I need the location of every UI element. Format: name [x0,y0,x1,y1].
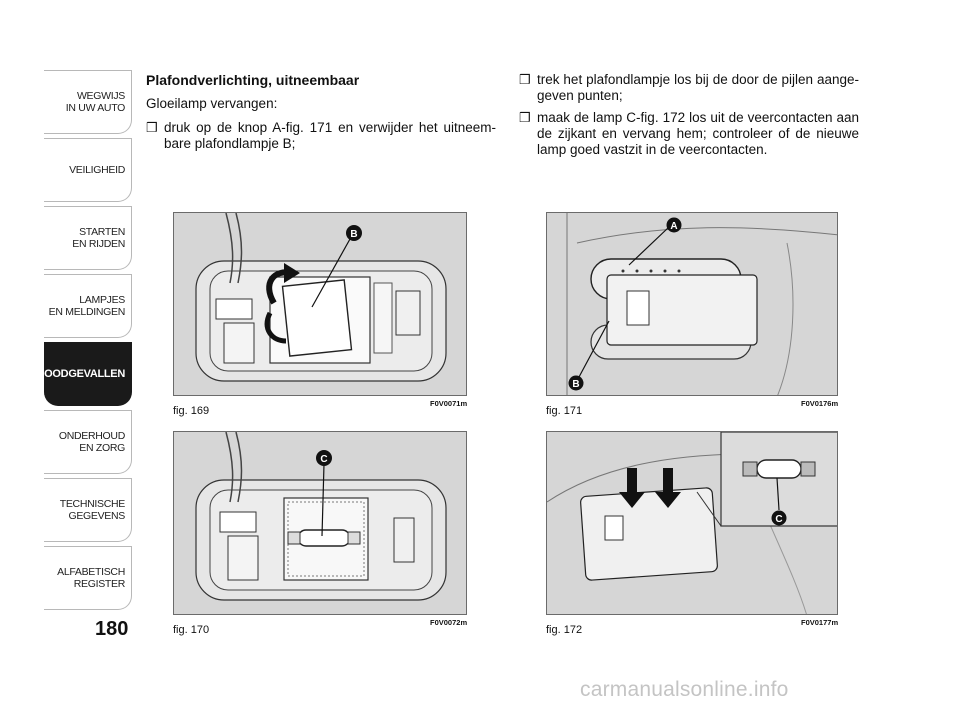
checkbox-bullet-icon: ❒ [146,120,158,135]
figure-code: F0V0177m [801,618,839,627]
callout-b-icon [346,225,362,241]
figure-code: F0V0176m [801,399,839,408]
arrow-down-icon [619,492,645,508]
tab-label: WEGWIJS IN UW AUTO [65,90,126,114]
tab-onderhoud[interactable]: ONDERHOUD EN ZORG [44,410,132,474]
callout-letter: C [775,514,782,525]
tab-technische[interactable]: TECHNISCHE GEGEVENS [44,478,132,542]
tab-wegwijs[interactable]: WEGWIJS IN UW AUTO [44,70,132,134]
tab-alfabetisch[interactable]: ALFABETISCH REGISTER [44,546,132,610]
callout-c-icon [771,510,787,526]
callout-letter: A [670,221,677,232]
text-column-left: Plafondverlichting, uitneembaar Gloeilam… [146,72,496,158]
figure-169: B [173,212,467,396]
list-item: ❒ maak de lamp C-fig. 172 los uit de vee… [519,110,859,158]
tab-label: STARTEN EN RIJDEN [72,226,125,250]
tab-lampjes[interactable]: LAMPJES EN MELDINGEN [44,274,132,338]
figure-label: fig. 171 [546,405,583,417]
arrow-down-icon [655,492,681,508]
checkbox-bullet-icon: ❒ [519,72,531,87]
chapter-tabs: WEGWIJS IN UW AUTO VEILIGHEID STARTEN EN… [37,70,132,614]
tab-label: TECHNISCHE GEGEVENS [59,498,126,522]
figure-172: C [546,431,838,615]
tab-label: VEILIGHEID [69,164,125,176]
ceiling-console-illustration: A B [566,213,837,395]
callout-letter: B [572,379,579,390]
bullet-text: trek het plafondlampje los bij de door d… [537,72,859,103]
tab-label: LAMPJES EN MELDINGEN [48,294,126,318]
callout-c-icon [316,450,332,466]
figure-label: fig. 169 [173,405,210,417]
intro-text: Gloeilamp vervangen: [146,96,278,111]
ceiling-lamp-housing-illustration: B [195,213,447,382]
figure-code: F0V0072m [430,618,468,627]
callout-letter: B [350,229,357,240]
lamp-removal-illustration: C [547,432,837,614]
list-item: ❒ trek het plafondlampje los bij de door… [519,72,859,104]
figure-170: C [173,431,467,615]
figure-label: fig. 170 [173,624,210,636]
callout-a-icon [666,217,682,233]
list-item: ❒ druk op de knop A-fig. 171 en verwijde… [146,120,496,152]
tab-noodgevallen[interactable]: NOODGEVALLEN [37,342,132,406]
tab-starten[interactable]: STARTEN EN RIJDEN [44,206,132,270]
bullet-text: maak de lamp C-fig. 172 los uit de veerc… [537,110,859,157]
figure-code: F0V0071m [430,399,468,408]
callout-letter: C [320,454,327,465]
figure-171: A B [546,212,838,396]
ceiling-lamp-open-illustration: C [195,432,447,601]
section-heading: Plafondverlichting, uitneembaar [146,72,360,88]
tab-label: ALFABETISCH REGISTER [57,566,125,590]
bullet-text: druk op de knop A-fig. 171 en verwijder … [164,120,496,151]
watermark: carmanualsonline.info [580,678,789,701]
text-column-right: ❒ trek het plafondlampje los bij de door… [519,72,859,164]
tab-veiligheid[interactable]: VEILIGHEID [44,138,132,202]
callout-b-icon [568,375,584,391]
checkbox-bullet-icon: ❒ [519,110,531,125]
page-number: 180 [95,618,129,640]
tab-label: ONDERHOUD EN ZORG [58,430,125,454]
tab-label: NOODGEVALLEN [36,368,126,380]
figure-label: fig. 172 [546,624,583,636]
